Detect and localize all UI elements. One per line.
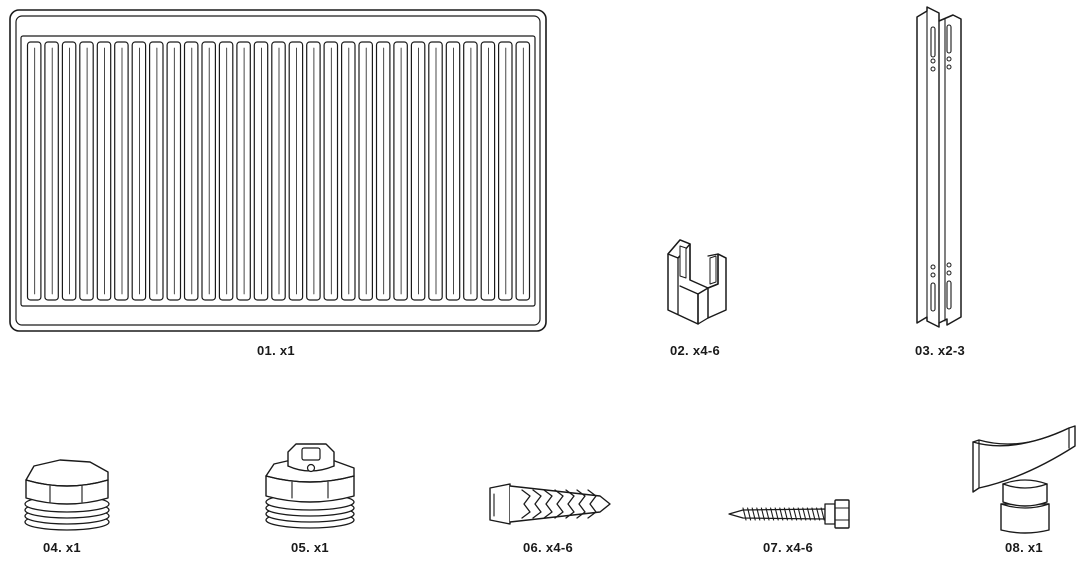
- part-03-label: 03. x2-3: [914, 343, 966, 358]
- part-05-label: 05. x1: [291, 540, 329, 555]
- screw-thread: [747, 507, 752, 521]
- part-07-label: 07. x4-6: [762, 540, 814, 555]
- blanking-plug-illustration: [24, 459, 110, 531]
- screw-thread: [820, 507, 825, 521]
- radiator-fin: [218, 41, 234, 301]
- part-06-wall-plug: [482, 480, 614, 530]
- radiator-fin: [410, 41, 426, 301]
- screw-thread: [802, 507, 807, 521]
- radiator-fin: [515, 41, 531, 301]
- wall-plug-rib: [521, 489, 531, 519]
- radiator-fin: [393, 41, 408, 301]
- wall-plug-rib: [532, 489, 542, 519]
- radiator-fin: [253, 41, 269, 301]
- radiator-fin: [149, 41, 164, 301]
- wall-plug-illustration: [489, 483, 611, 525]
- radiator-fin: [201, 41, 216, 301]
- part-03-wall-bracket: [905, 5, 975, 335]
- bleed-valve-plug-illustration: [265, 443, 355, 529]
- radiator-fin: [236, 41, 251, 301]
- radiator-illustration: [9, 9, 547, 332]
- radiator-fin: [445, 41, 461, 301]
- radiator-fin: [288, 41, 304, 301]
- part-06-label: 06. x4-6: [522, 540, 574, 555]
- radiator-fin: [26, 41, 42, 301]
- wall-plug-rib: [576, 489, 586, 519]
- screw-thread: [788, 507, 793, 521]
- radiator-fin: [306, 41, 321, 301]
- screw-thread: [765, 507, 770, 521]
- radiator-fin: [44, 41, 59, 301]
- screw-illustration: [728, 499, 850, 529]
- screw-thread: [811, 507, 816, 521]
- part-08-label: 08. x1: [1005, 540, 1043, 555]
- screw-thread: [774, 507, 779, 521]
- part-07-screw: [725, 496, 855, 532]
- radiator-fin: [131, 41, 147, 301]
- screw-thread: [816, 507, 821, 521]
- radiator-fin: [79, 41, 94, 301]
- screw-thread: [806, 507, 811, 521]
- part-04-label: 04. x1: [43, 540, 81, 555]
- radiator-fin: [358, 41, 373, 301]
- wall-plug-rib: [565, 489, 575, 519]
- part-01-label: 01. x1: [257, 343, 295, 358]
- bleed-key-illustration: [972, 425, 1076, 534]
- radiator-fin: [96, 41, 112, 301]
- radiator-fin: [428, 41, 443, 301]
- wall-bracket-illustration: [916, 6, 962, 328]
- radiator-fin: [375, 41, 391, 301]
- radiator-fin: [498, 41, 513, 301]
- screw-thread: [793, 507, 798, 521]
- part-02-label: 02. x4-6: [669, 343, 721, 358]
- radiator-fin: [323, 41, 339, 301]
- part-08-bleed-key: [965, 418, 1083, 536]
- radiator-fin: [114, 41, 129, 301]
- screw-thread: [779, 507, 784, 521]
- part-01-radiator-panel: [0, 0, 560, 340]
- screw-thread: [751, 507, 756, 521]
- wall-plug-rib: [543, 489, 553, 519]
- wall-plug-rib: [587, 489, 597, 519]
- radiator-fin: [480, 41, 496, 301]
- spacer-clip-illustration: [667, 239, 727, 325]
- screw-thread: [797, 507, 802, 521]
- radiator-fin: [463, 41, 478, 301]
- radiator-fin: [61, 41, 77, 301]
- radiator-fin: [341, 41, 356, 301]
- radiator-fin: [183, 41, 199, 301]
- radiator-fin: [166, 41, 182, 301]
- part-05-bleed-valve-plug: [260, 440, 360, 532]
- screw-thread: [783, 507, 788, 521]
- screw-thread: [760, 507, 765, 521]
- wall-plug-rib: [554, 489, 564, 519]
- screw-thread: [770, 507, 775, 521]
- part-02-spacer-clip: [660, 232, 740, 332]
- radiator-fin: [271, 41, 286, 301]
- part-04-blanking-plug: [20, 452, 120, 532]
- screw-thread: [742, 507, 747, 521]
- screw-thread: [756, 507, 761, 521]
